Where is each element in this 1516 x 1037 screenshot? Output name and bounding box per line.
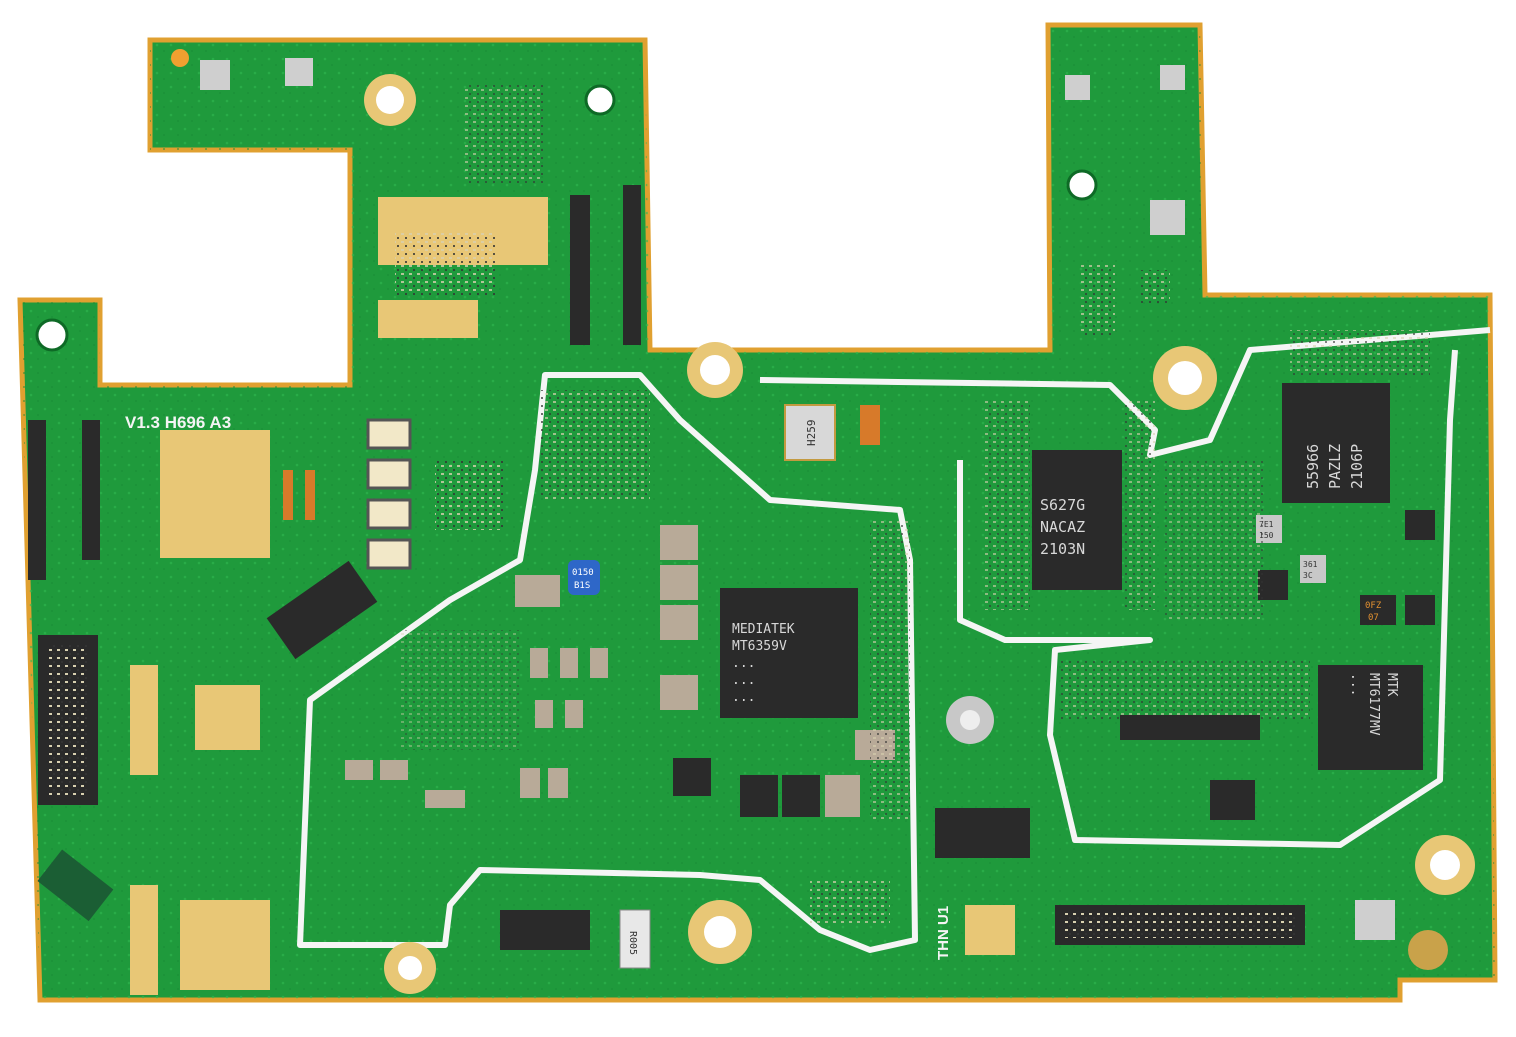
svg-text:07: 07 (1368, 613, 1379, 623)
svg-text:MT6359V: MT6359V (732, 639, 787, 654)
svg-text:150: 150 (1259, 531, 1274, 540)
smd-component-field (200, 58, 1430, 925)
gold-pad-group (130, 197, 1015, 995)
mtk-marking: MTK MT6177MV ... (1348, 673, 1399, 736)
svg-text:MTK: MTK (1384, 673, 1399, 697)
svg-text:55966: 55966 (1304, 444, 1322, 489)
svg-text:NACAZ: NACAZ (1040, 518, 1085, 536)
mtk-chip (1318, 665, 1423, 770)
svg-text:361: 361 (1303, 560, 1318, 569)
ic-group (37, 383, 1435, 969)
svg-text:3C: 3C (1303, 571, 1313, 580)
svg-text:0FZ: 0FZ (1365, 601, 1382, 611)
mounting-hole-group (35, 49, 1475, 994)
blue-chip (568, 560, 600, 595)
svg-text:MT6177MV: MT6177MV (1366, 673, 1381, 736)
s627-marking: S627G NACAZ 2103N (1040, 496, 1085, 558)
blue-chip-marking: 0150 B1S (572, 568, 594, 591)
svg-text:7E1: 7E1 (1259, 520, 1274, 529)
power-inductor-group (673, 758, 820, 817)
crystal (784, 404, 836, 461)
svg-text:...: ... (732, 656, 755, 671)
board-version-label: V1.3 H696 A3 (125, 413, 231, 432)
led-column (366, 418, 412, 570)
shield-frame-right (957, 349, 1458, 848)
svg-text:PAZLZ: PAZLZ (1326, 444, 1344, 489)
svg-text:...: ... (732, 690, 755, 705)
pmic-marking: MEDIATEK MT6359V ... ... ... (732, 622, 795, 705)
svg-text:...: ... (1348, 673, 1363, 696)
small-chip-markings: 7E1 150 361 3C 0FZ 07 R005 (627, 520, 1382, 955)
svg-text:R005: R005 (627, 931, 638, 955)
crystal-marking: H259 (805, 420, 818, 447)
svg-text:2103N: 2103N (1040, 540, 1085, 558)
board-bottom-label: THN U1 (935, 906, 952, 960)
svg-text:...: ... (732, 673, 755, 688)
svg-text:B1S: B1S (574, 581, 590, 591)
shield-frame-left (297, 372, 918, 953)
svg-text:2106P: 2106P (1348, 444, 1366, 489)
svg-text:S627G: S627G (1040, 496, 1085, 514)
pa-chip (1282, 383, 1390, 503)
svg-text:0150: 0150 (572, 568, 594, 578)
connector-group (28, 185, 1395, 950)
pmic-chip (720, 588, 858, 718)
pa-marking: 55966 PAZLZ 2106P (1304, 444, 1366, 489)
s627-chip (1032, 450, 1122, 590)
svg-text:MEDIATEK: MEDIATEK (732, 622, 795, 637)
